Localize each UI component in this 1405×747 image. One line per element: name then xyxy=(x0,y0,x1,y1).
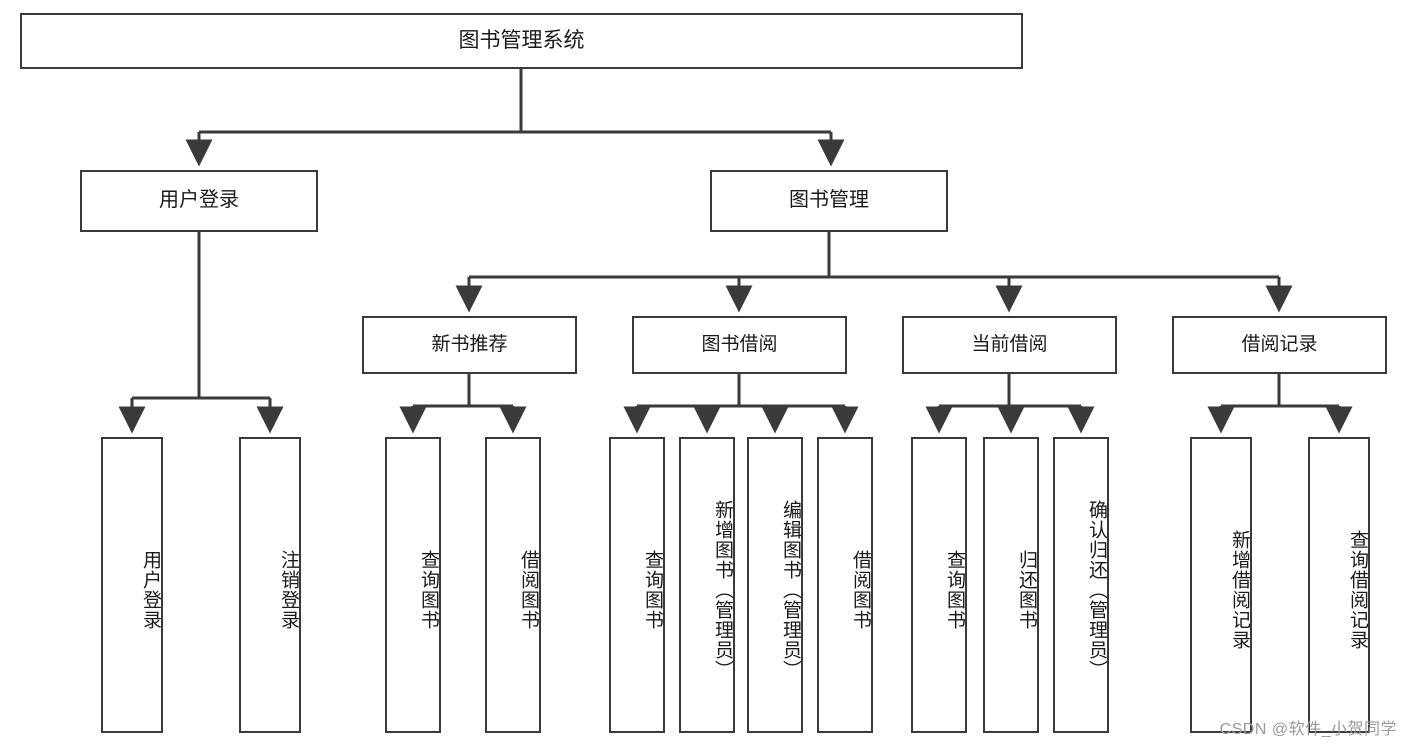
node-leaf-add-borrow-record[interactable]: 新增借阅记录 xyxy=(1190,437,1252,733)
node-leaf-query-borrow-record[interactable]: 查询借阅记录 xyxy=(1308,437,1370,733)
node-leaf-query-borrow-record-label: 查询借阅记录 xyxy=(1347,530,1368,650)
node-new-book-recommend[interactable]: 新书推荐 xyxy=(362,316,577,374)
node-book-management-label: 图书管理 xyxy=(789,189,869,212)
node-borrow-record-label: 借阅记录 xyxy=(1241,333,1318,355)
node-leaf-query-book-current-label: 查询图书 xyxy=(944,550,965,630)
node-leaf-return-book[interactable]: 归还图书 xyxy=(983,437,1039,733)
node-leaf-user-logout[interactable]: 注销登录 xyxy=(239,437,301,733)
node-leaf-confirm-return-admin[interactable]: 确认归还（管理员） xyxy=(1053,437,1109,733)
node-leaf-query-book-recommend-label: 查询图书 xyxy=(418,550,439,630)
node-leaf-user-login-label: 用户登录 xyxy=(140,550,161,630)
node-root-label: 图书管理系统 xyxy=(458,28,585,52)
node-leaf-query-book-recommend[interactable]: 查询图书 xyxy=(385,437,441,733)
node-book-borrow[interactable]: 图书借阅 xyxy=(632,316,847,374)
node-book-management[interactable]: 图书管理 xyxy=(710,170,948,232)
node-current-borrow[interactable]: 当前借阅 xyxy=(902,316,1117,374)
node-new-book-recommend-label: 新书推荐 xyxy=(431,333,508,355)
node-leaf-add-book-admin[interactable]: 新增图书（管理员） xyxy=(679,437,735,733)
node-book-borrow-label: 图书借阅 xyxy=(701,333,778,355)
node-user-login[interactable]: 用户登录 xyxy=(80,170,318,232)
node-leaf-query-book-borrow-label: 查询图书 xyxy=(642,550,663,630)
node-leaf-borrow-book[interactable]: 借阅图书 xyxy=(817,437,873,733)
node-leaf-add-borrow-record-label: 新增借阅记录 xyxy=(1229,530,1250,650)
node-leaf-query-book-current[interactable]: 查询图书 xyxy=(911,437,967,733)
node-leaf-add-book-admin-label: 新增图书（管理员） xyxy=(712,500,733,680)
node-current-borrow-label: 当前借阅 xyxy=(971,333,1048,355)
node-leaf-borrow-book-label: 借阅图书 xyxy=(850,550,871,630)
node-leaf-confirm-return-admin-label: 确认归还（管理员） xyxy=(1086,500,1107,680)
node-root[interactable]: 图书管理系统 xyxy=(20,13,1023,69)
node-leaf-query-book-borrow[interactable]: 查询图书 xyxy=(609,437,665,733)
node-leaf-borrow-book-recommend[interactable]: 借阅图书 xyxy=(485,437,541,733)
watermark: CSDN @软件_小贺同学 xyxy=(1219,721,1397,738)
node-user-login-label: 用户登录 xyxy=(159,189,239,212)
node-leaf-user-logout-label: 注销登录 xyxy=(278,550,299,630)
node-borrow-record[interactable]: 借阅记录 xyxy=(1172,316,1387,374)
node-leaf-return-book-label: 归还图书 xyxy=(1016,550,1037,630)
node-leaf-edit-book-admin-label: 编辑图书（管理员） xyxy=(780,500,801,680)
node-leaf-user-login[interactable]: 用户登录 xyxy=(101,437,163,733)
node-leaf-borrow-book-recommend-label: 借阅图书 xyxy=(518,550,539,630)
node-leaf-edit-book-admin[interactable]: 编辑图书（管理员） xyxy=(747,437,803,733)
